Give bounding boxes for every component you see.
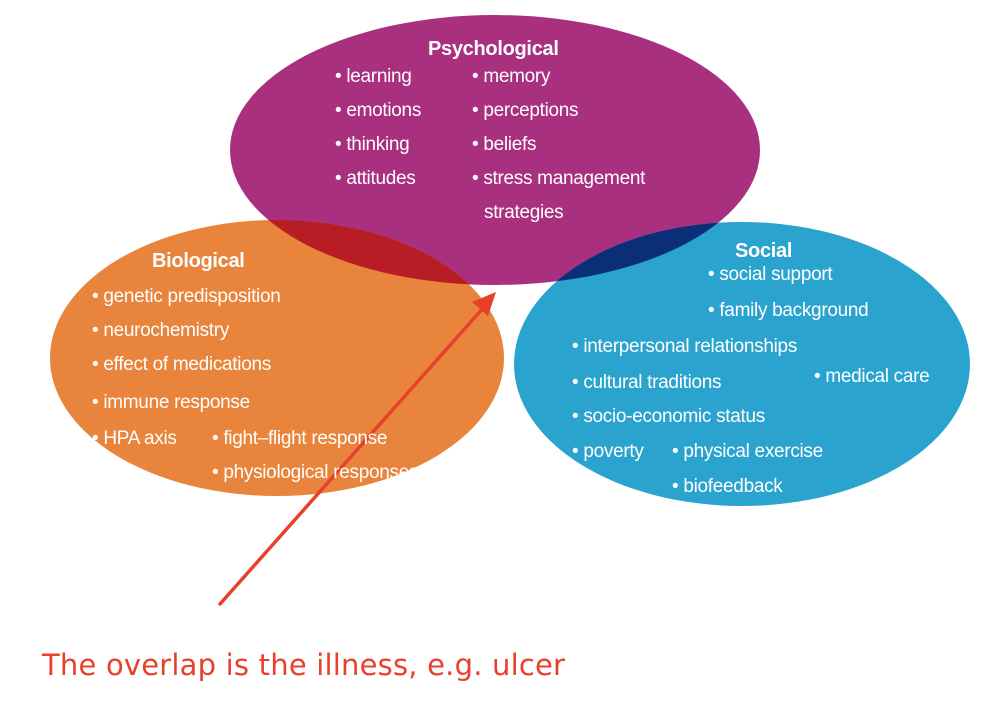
social-item-support: • social support — [708, 264, 833, 285]
psych-item-emotions: • emotions — [335, 100, 422, 121]
psych-item-perceptions: • perceptions — [472, 100, 579, 121]
psych-item-stress-management: • stress management — [472, 168, 646, 189]
annotation-arrow — [218, 305, 486, 606]
social-item-interpersonal: • interpersonal relationships — [572, 336, 798, 357]
social-item-exercise: • physical exercise — [672, 441, 823, 462]
psych-item-beliefs: • beliefs — [472, 134, 537, 155]
social-item-poverty: • poverty — [572, 441, 644, 462]
psych-item-attitudes: • attitudes — [335, 168, 416, 189]
psych-item-thinking: • thinking — [335, 134, 410, 155]
biological-title: Biological — [152, 250, 245, 272]
psych-item-memory: • memory — [472, 66, 551, 87]
social-item-family: • family background — [708, 300, 869, 321]
bio-item-fight-flight: • fight–flight response — [212, 428, 388, 449]
bio-item-hpa: • HPA axis — [92, 428, 177, 449]
bio-item-physiological: • physiological responses — [212, 462, 419, 483]
psychological-title: Psychological — [428, 38, 559, 60]
arrowhead — [472, 292, 496, 316]
social-item-socioeconomic: • socio-economic status — [572, 406, 765, 427]
bio-item-medications: • effect of medications — [92, 354, 271, 375]
annotation-caption: The overlap is the illness, e.g. ulcer — [42, 648, 566, 682]
psych-item-learning: • learning — [335, 66, 412, 87]
social-circle — [514, 222, 970, 506]
bio-item-genetic: • genetic predisposition — [92, 286, 281, 307]
social-item-medical-care: • medical care — [814, 366, 930, 387]
bio-item-immune: • immune response — [92, 392, 250, 413]
social-item-cultural: • cultural traditions — [572, 372, 722, 393]
biological-circle — [50, 220, 504, 496]
social-title: Social — [735, 240, 793, 262]
psychological-circle — [230, 15, 760, 285]
bio-item-neurochemistry: • neurochemistry — [92, 320, 230, 341]
social-item-biofeedback: • biofeedback — [672, 476, 783, 497]
psych-item-strategies: strategies — [484, 202, 564, 223]
